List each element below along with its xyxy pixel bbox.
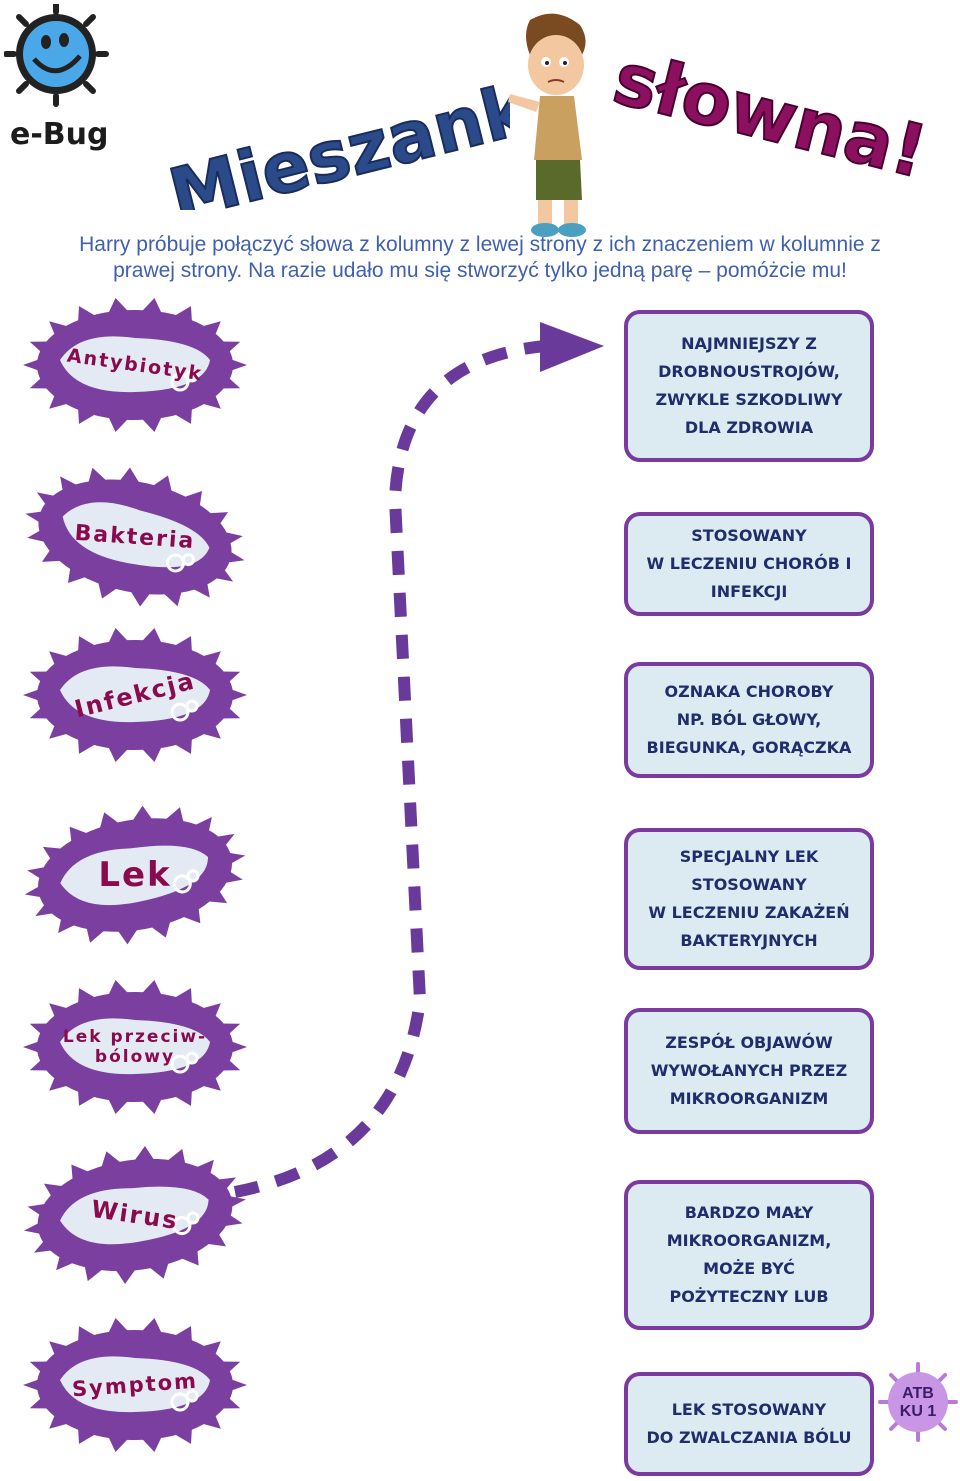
definition-line: Oznaka choroby: [664, 682, 834, 701]
definition-line: infekcji: [710, 582, 788, 601]
definition-line: pożyteczny lub: [669, 1287, 829, 1306]
badge-line-2: KU 1: [900, 1403, 937, 1420]
boy-thinking-illustration: [508, 13, 586, 237]
definition-line: Specjalny lek: [679, 847, 819, 866]
definition-line: biegunka, gorączka: [646, 738, 852, 757]
term-label: Lek: [98, 855, 172, 895]
definition-card[interactable]: Specjalny lek stosowany w leczeniu zakażeń…: [624, 828, 874, 970]
term-germ[interactable]: Symptom: [20, 1310, 250, 1460]
term-label: Lek przeciw- bólowy: [62, 1027, 208, 1067]
definition-line: dla zdrowia: [684, 418, 814, 437]
definition-line: Lek stosowany: [671, 1400, 827, 1419]
title-part-2: słowna!: [605, 40, 936, 195]
badge-line-1: ATB: [902, 1385, 934, 1402]
germ-shape: [23, 980, 247, 1114]
definition-line: bakteryjnych: [680, 931, 818, 950]
instructions-line-1: Harry próbuje połączyć słowa z kolumny z…: [79, 233, 881, 256]
instructions-text: Harry próbuje połączyć słowa z kolumny z…: [0, 232, 960, 284]
term-germ[interactable]: Wirus: [20, 1140, 250, 1290]
germ-shape: [23, 628, 247, 762]
definition-card[interactable]: Lek stosowany do zwalczania bólu: [624, 1372, 874, 1476]
definition-card[interactable]: Stosowany w leczeniu chorób i infekcji: [624, 512, 874, 616]
definition-line: wywołanych przez: [650, 1061, 848, 1080]
term-germ[interactable]: Lek: [20, 800, 250, 950]
definition-card[interactable]: Oznaka choroby np. ból głowy, biegunka, go…: [624, 662, 874, 778]
term-label: Bakteria: [73, 520, 197, 554]
germ-shape: [23, 1318, 247, 1452]
definition-line: drobnoustrojów,: [658, 362, 840, 381]
germ-shape: [24, 805, 246, 945]
atb-ku1-badge: ATB KU 1: [878, 1362, 958, 1442]
definition-line: w leczeniu chorób i: [646, 554, 852, 573]
definition-line: stosowany: [691, 875, 807, 894]
definition-line: Najmniejszy z: [681, 334, 817, 353]
definition-card[interactable]: Najmniejszy z drobnoustrojów, zwykle szkod…: [624, 310, 874, 462]
term-germ[interactable]: Bakteria: [20, 462, 250, 612]
definition-line: w leczeniu zakażeń: [648, 903, 850, 922]
term-label: Antybiotyk: [65, 344, 205, 386]
title-part-1: Mieszanka: [160, 55, 510, 210]
title-text-2: słowna!: [606, 40, 935, 194]
term-label: Symptom: [71, 1368, 199, 1402]
definition-line: np. ból głowy,: [676, 710, 822, 729]
germ-shape: [23, 298, 247, 432]
definition-card[interactable]: Zespół objawów wywołanych przez mikroorgan…: [624, 1008, 874, 1134]
definition-line: Stosowany: [691, 526, 807, 545]
definition-line: może być: [703, 1259, 795, 1278]
term-germ[interactable]: Antybiotyk: [20, 290, 250, 440]
logo-text: e-Bug: [10, 117, 109, 152]
term-label: Wirus: [89, 1195, 181, 1235]
definition-line: Bardzo mały: [684, 1203, 814, 1222]
definition-line: do zwalczania bólu: [646, 1428, 852, 1447]
definition-line: mikroorganizm,: [666, 1231, 832, 1250]
germ-shape: [25, 467, 245, 607]
term-germ[interactable]: Infekcja: [20, 620, 250, 770]
definition-line: zwykle szkodliwy: [655, 390, 843, 409]
ebug-logo: e-Bug: [4, 4, 109, 152]
smiling-germ-icon: [4, 4, 109, 107]
definition-card[interactable]: Bardzo mały mikroorganizm, może być pożytec…: [624, 1180, 874, 1330]
definition-line: mikroorganizm: [669, 1089, 829, 1108]
germ-shape: [24, 1145, 246, 1285]
title-text-1: Mieszanka: [161, 56, 510, 210]
definition-line: Zespół objawów: [665, 1033, 833, 1052]
term-germ[interactable]: Lek przeciw- bólowy: [20, 972, 250, 1122]
instructions-line-2: prawej strony. Na razie udało mu się stw…: [113, 259, 847, 282]
